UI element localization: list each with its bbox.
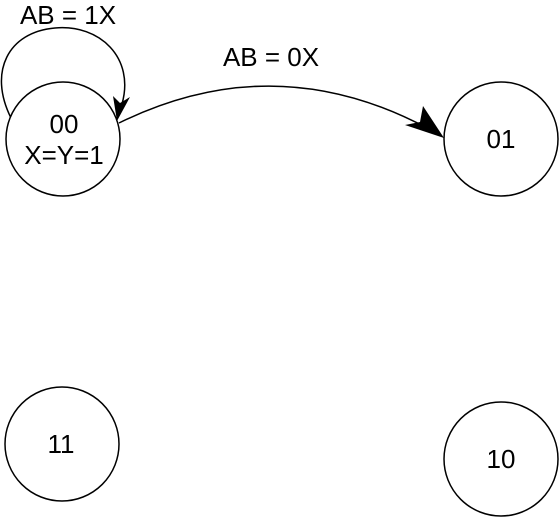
state-11: 11 — [4, 386, 120, 502]
state-10: 10 — [443, 401, 559, 517]
state-00-circle — [5, 81, 121, 197]
transition-00-01-arrowhead — [405, 106, 444, 138]
transition-00-01-edge — [118, 85, 439, 135]
state-10-name: 10 — [487, 444, 516, 474]
state-11-circle — [4, 386, 120, 502]
state-00-name: 00 — [50, 109, 79, 139]
state-00: 00 X=Y=1 — [5, 81, 121, 197]
state-01-circle — [443, 81, 559, 197]
self-loop-00-arrowhead — [113, 96, 130, 121]
state-01-name: 01 — [487, 124, 516, 154]
state-11-name: 11 — [48, 429, 75, 459]
self-loop-00-label: AB = 1X — [20, 0, 116, 30]
self-loop-00-edge — [0, 27, 126, 119]
state-00-output: X=Y=1 — [24, 140, 104, 170]
transition-00-01-label: AB = 0X — [223, 42, 319, 72]
state-10-circle — [443, 401, 559, 517]
state-01: 01 — [443, 81, 559, 197]
